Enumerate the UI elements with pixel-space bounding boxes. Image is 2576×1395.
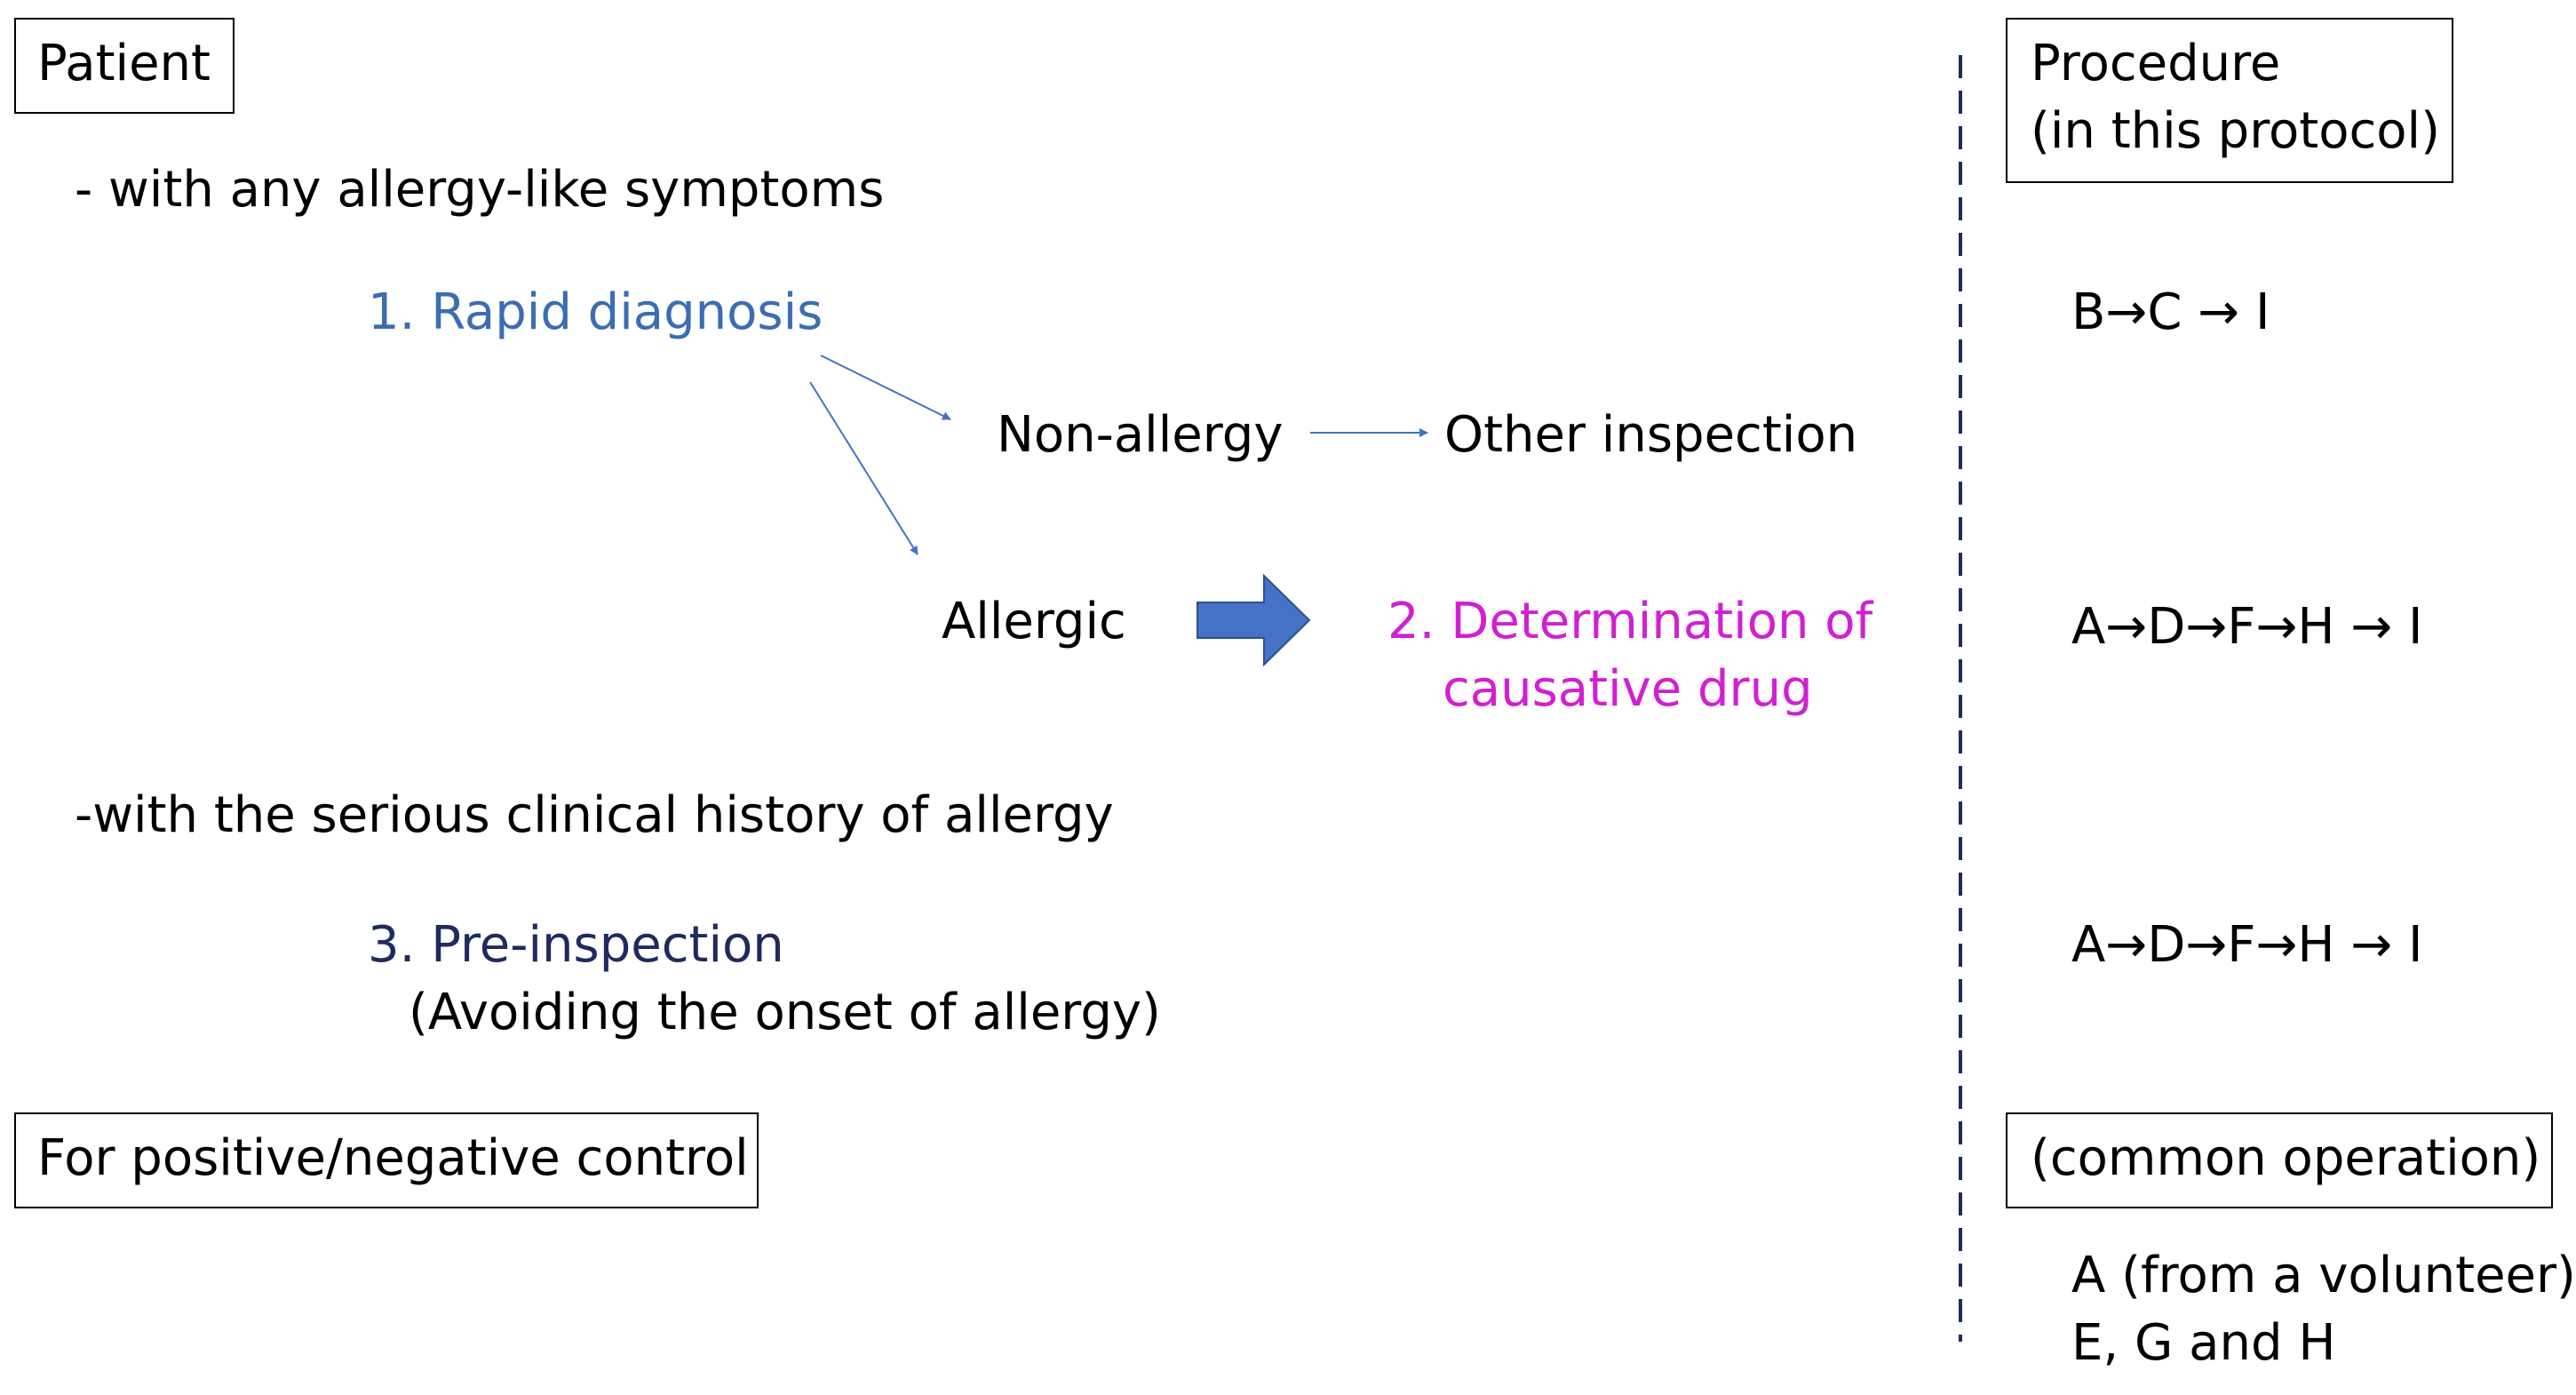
procedure-seq-pre-inspection: A→D→F→H → I: [2071, 916, 2423, 974]
block-arrow-to-determination: [1197, 573, 1311, 667]
allergic-label: Allergic: [942, 593, 1126, 650]
procedure-box: Procedure (in this protocol): [2006, 18, 2453, 183]
common-operation-box: (common operation): [2006, 1112, 2553, 1208]
common-line1: A (from a volunteer),: [2071, 1247, 2576, 1304]
control-box: For positive/negative control: [14, 1112, 759, 1208]
symptoms-line: - with any allergy-like symptoms: [75, 161, 885, 219]
patient-box: Patient: [14, 18, 235, 114]
step2-determination-line1: 2. Determination of: [1387, 593, 1873, 650]
common-operation-label: (common operation): [2031, 1129, 2541, 1187]
step3-note: (Avoiding the onset of allergy): [409, 984, 1161, 1041]
arrow-to-allergic: [809, 381, 918, 555]
arrow-to-non-allergy: [820, 355, 951, 420]
non-allergy-label: Non-allergy: [997, 406, 1284, 464]
procedure-seq-determination: A→D→F→H → I: [2071, 598, 2423, 656]
procedure-label-line1: Procedure: [2031, 35, 2281, 92]
control-label: For positive/negative control: [37, 1129, 749, 1187]
procedure-seq-rapid: B→C → I: [2071, 283, 2270, 341]
other-inspection-label: Other inspection: [1444, 406, 1858, 464]
common-line2: E, G and H: [2071, 1314, 2336, 1372]
history-line: -with the serious clinical history of al…: [75, 786, 1114, 844]
step2-determination-line2: causative drug: [1443, 660, 1813, 718]
patient-label: Patient: [37, 35, 211, 92]
step1-rapid-diagnosis: 1. Rapid diagnosis: [368, 283, 823, 341]
step3-pre-inspection: 3. Pre-inspection: [368, 916, 784, 974]
procedure-label-line2: (in this protocol): [2031, 102, 2440, 160]
